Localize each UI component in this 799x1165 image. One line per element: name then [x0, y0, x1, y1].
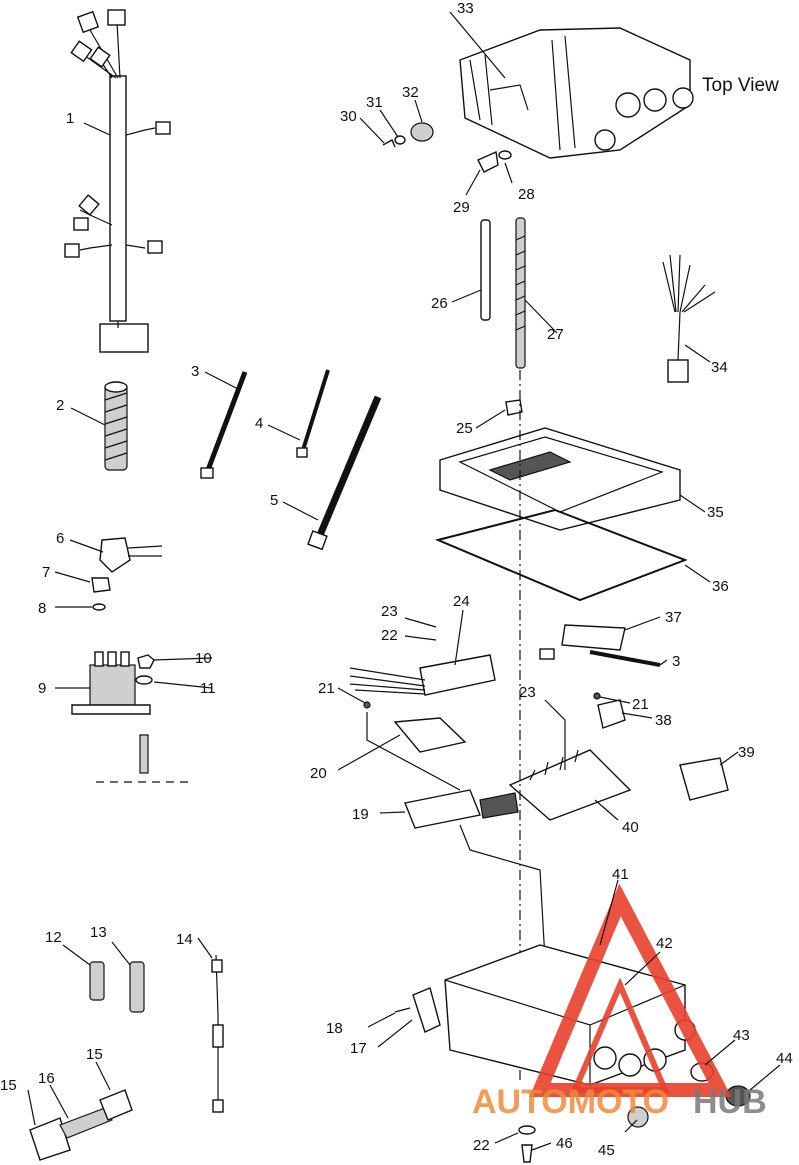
- callout-21: 21: [318, 680, 335, 697]
- callout-32: 32: [402, 84, 419, 101]
- callout-43: 43: [733, 1027, 750, 1044]
- solenoid: [71, 651, 190, 783]
- callout-7: 7: [42, 564, 50, 581]
- callout-30: 30: [340, 108, 357, 125]
- callout-11: 11: [200, 680, 216, 697]
- callout-23: 23: [381, 603, 398, 620]
- callout-28: 28: [518, 186, 535, 203]
- assembly-lines: [366, 370, 546, 1080]
- callout-6: 6: [56, 530, 64, 547]
- watermark-text-auto: AUTOMOTO: [472, 1083, 669, 1121]
- callout-19: 19: [352, 806, 369, 823]
- watermark-logo: AUTOMOTO HUB: [472, 883, 767, 1121]
- callout-25: 25: [456, 420, 473, 437]
- callout-44: 44: [776, 1050, 793, 1067]
- callout-8: 8: [38, 600, 46, 617]
- fuses: [29, 954, 224, 1161]
- wiring-harness: [64, 9, 171, 353]
- callout-16: 16: [38, 1070, 55, 1087]
- callout-40: 40: [622, 819, 639, 836]
- rods: [480, 217, 526, 369]
- callout-45: 45: [598, 1142, 615, 1159]
- callout-20: 20: [310, 765, 327, 782]
- callout-13: 13: [90, 924, 107, 941]
- callout-26: 26: [431, 295, 448, 312]
- top-view-caption: Top View: [702, 75, 779, 96]
- callout-23b: 23: [519, 684, 536, 701]
- cable-ties: [200, 369, 661, 667]
- watermark-text-hub: HUB: [693, 1083, 767, 1121]
- controller-top-cover: [459, 27, 694, 159]
- terminal-boot: [91, 537, 163, 611]
- callout-18: 18: [326, 1020, 343, 1037]
- callout-34: 34: [711, 359, 728, 376]
- callout-17: 17: [350, 1040, 367, 1057]
- callout-41: 41: [612, 866, 629, 883]
- braided-sleeve: [104, 381, 128, 471]
- pigtail-harness: [662, 254, 716, 383]
- callout-31: 31: [366, 94, 383, 111]
- callout-4: 4: [255, 415, 263, 432]
- callout-15: 15: [0, 1077, 17, 1094]
- callout-38: 38: [655, 712, 672, 729]
- callout-10: 10: [195, 650, 212, 667]
- callout-29: 29: [453, 199, 470, 216]
- callout-42: 42: [656, 935, 673, 952]
- hardware-cluster: [382, 122, 512, 173]
- callout-3b: 3: [672, 653, 680, 670]
- callout-2: 2: [56, 397, 64, 414]
- internal-components: [349, 624, 729, 829]
- callout-21b: 21: [632, 696, 649, 713]
- callout-33: 33: [457, 0, 474, 17]
- callout-1: 1: [66, 110, 74, 127]
- callout-12: 12: [45, 929, 62, 946]
- callout-14: 14: [176, 931, 193, 948]
- callout-3: 3: [191, 363, 199, 380]
- callout-22b: 22: [473, 1137, 490, 1154]
- callout-27: 27: [547, 326, 564, 343]
- callout-22: 22: [381, 627, 398, 644]
- callout-5: 5: [270, 492, 278, 509]
- leader-lines: [27, 11, 781, 1151]
- callout-46: 46: [556, 1135, 573, 1152]
- callout-24: 24: [453, 593, 470, 610]
- callout-9: 9: [38, 680, 46, 697]
- callout-39: 39: [738, 744, 755, 761]
- callout-37: 37: [665, 609, 682, 626]
- callout-15b: 15: [86, 1046, 103, 1063]
- callout-36: 36: [712, 578, 729, 595]
- controller-lid: [434, 399, 688, 602]
- callout-35: 35: [707, 504, 724, 521]
